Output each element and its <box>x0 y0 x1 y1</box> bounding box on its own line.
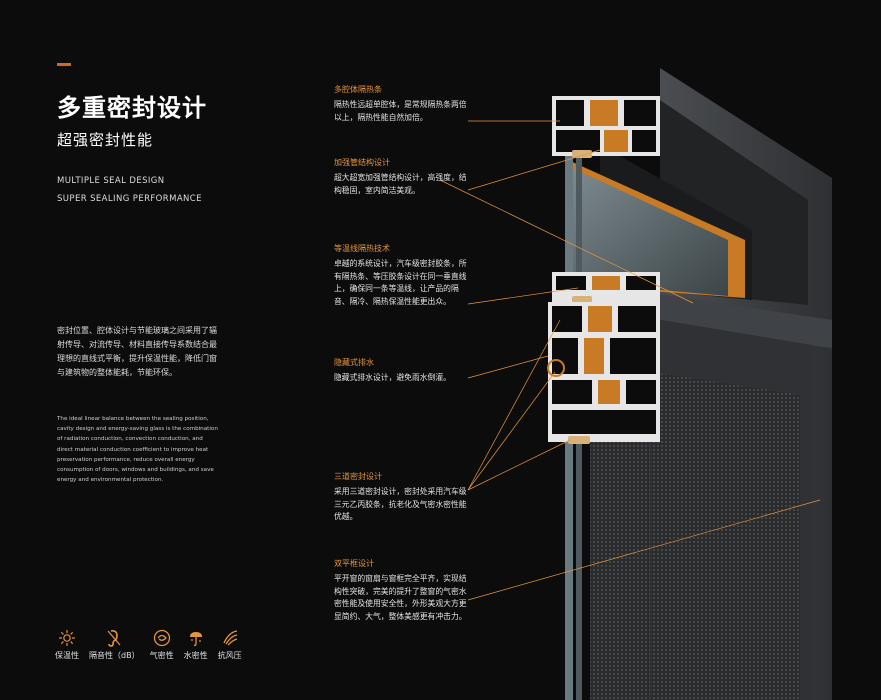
leader-lines <box>439 120 821 601</box>
lower-profile <box>547 302 660 444</box>
feature-label: 保温性 <box>55 651 79 660</box>
feature-label: 隔音性（dB） <box>89 651 140 660</box>
page-subtitle: 超强密封性能 <box>57 131 154 149</box>
callout-hidden-drainage: 隐藏式排水 隐藏式排水设计，避免雨水倒灌。 <box>334 357 469 385</box>
callout-reinforcement: 加强管结构设计 超大超宽加强管结构设计，高强度，结构稳固，室内简洁美观。 <box>334 157 469 197</box>
watertight-icon <box>185 628 207 648</box>
feature-list: 保温性 隔音性（dB） 气密性 水密性 <box>55 628 252 661</box>
callout-multi-cavity: 多腔体隔热条 隔热性远超单腔体，是常规隔热条两倍以上，隔热性能自然加倍。 <box>334 84 469 124</box>
feature-label: 气密性 <box>149 651 174 660</box>
page-title: 多重密封设计 <box>57 94 207 122</box>
english-title-line1: MULTIPLE SEAL DESIGN <box>57 176 165 186</box>
top-profile <box>552 96 660 158</box>
sun-insulation-icon <box>56 628 78 648</box>
feature-item: 抗风压 <box>218 628 242 661</box>
callout-body: 卓越的系统设计，汽车级密封胶条，所有隔热条、等压胶条设计在同一垂直线上，确保同一… <box>334 259 467 306</box>
top-glass <box>572 168 728 296</box>
callout-body: 超大超宽加强管结构设计，高强度，结构稳固，室内简洁美观。 <box>334 173 467 195</box>
feature-item: 气密性 <box>150 628 174 661</box>
callout-body: 采用三道密封设计，密封处采用汽车级三元乙丙胶条，抗老化及气密水密性能优越。 <box>334 487 467 522</box>
english-title: MULTIPLE SEAL DESIGN SUPER SEALING PERFO… <box>57 172 202 208</box>
airtight-icon <box>151 628 173 648</box>
insect-screen <box>652 372 800 700</box>
wind-resistance-icon <box>219 628 241 648</box>
callout-triple-seal: 三道密封设计 采用三道密封设计，密封处采用汽车级三元乙丙胶条，抗老化及气密水密性… <box>334 471 469 524</box>
description-cn: 密封位置、腔体设计与节能玻璃之间采用了辐射传导、对流传导、材料直接传导系数结合最… <box>57 326 217 377</box>
callout-title: 三道密封设计 <box>334 472 382 481</box>
accent-bar <box>57 63 71 66</box>
callout-body: 隐藏式排水设计，避免雨水倒灌。 <box>334 373 451 382</box>
sound-insulation-icon <box>103 628 125 648</box>
insect-screen-front <box>590 420 650 700</box>
callout-title: 隐藏式排水 <box>334 358 374 367</box>
callout-body: 平开窗的窗扇与窗框完全平齐，实现结构性突破，完美的提升了整窗的气密水密性能及使用… <box>334 574 467 621</box>
callout-isotherm: 等温线隔热技术 卓越的系统设计，汽车级密封胶条，所有隔热条、等压胶条设计在同一垂… <box>334 243 469 308</box>
feature-item: 保温性 <box>55 628 79 661</box>
callout-body: 隔热性远超单腔体，是常规隔热条两倍以上，隔热性能自然加倍。 <box>334 100 467 122</box>
feature-label: 水密性 <box>183 651 208 660</box>
callout-title: 多腔体隔热条 <box>334 85 382 94</box>
english-title-line2: SUPER SEALING PERFORMANCE <box>57 194 202 204</box>
callout-title: 加强管结构设计 <box>334 158 390 167</box>
callout-title: 等温线隔热技术 <box>334 244 390 253</box>
description-en: The ideal linear balance between the sea… <box>57 416 218 484</box>
callout-flush-frame: 双平框设计 平开窗的窗扇与窗框完全平齐，实现结构性突破，完美的提升了整窗的气密水… <box>334 558 469 623</box>
feature-item: 水密性 <box>184 628 208 661</box>
feature-label: 抗风压 <box>217 651 242 660</box>
feature-item: 隔音性（dB） <box>89 628 140 661</box>
callout-title: 双平框设计 <box>334 559 374 568</box>
